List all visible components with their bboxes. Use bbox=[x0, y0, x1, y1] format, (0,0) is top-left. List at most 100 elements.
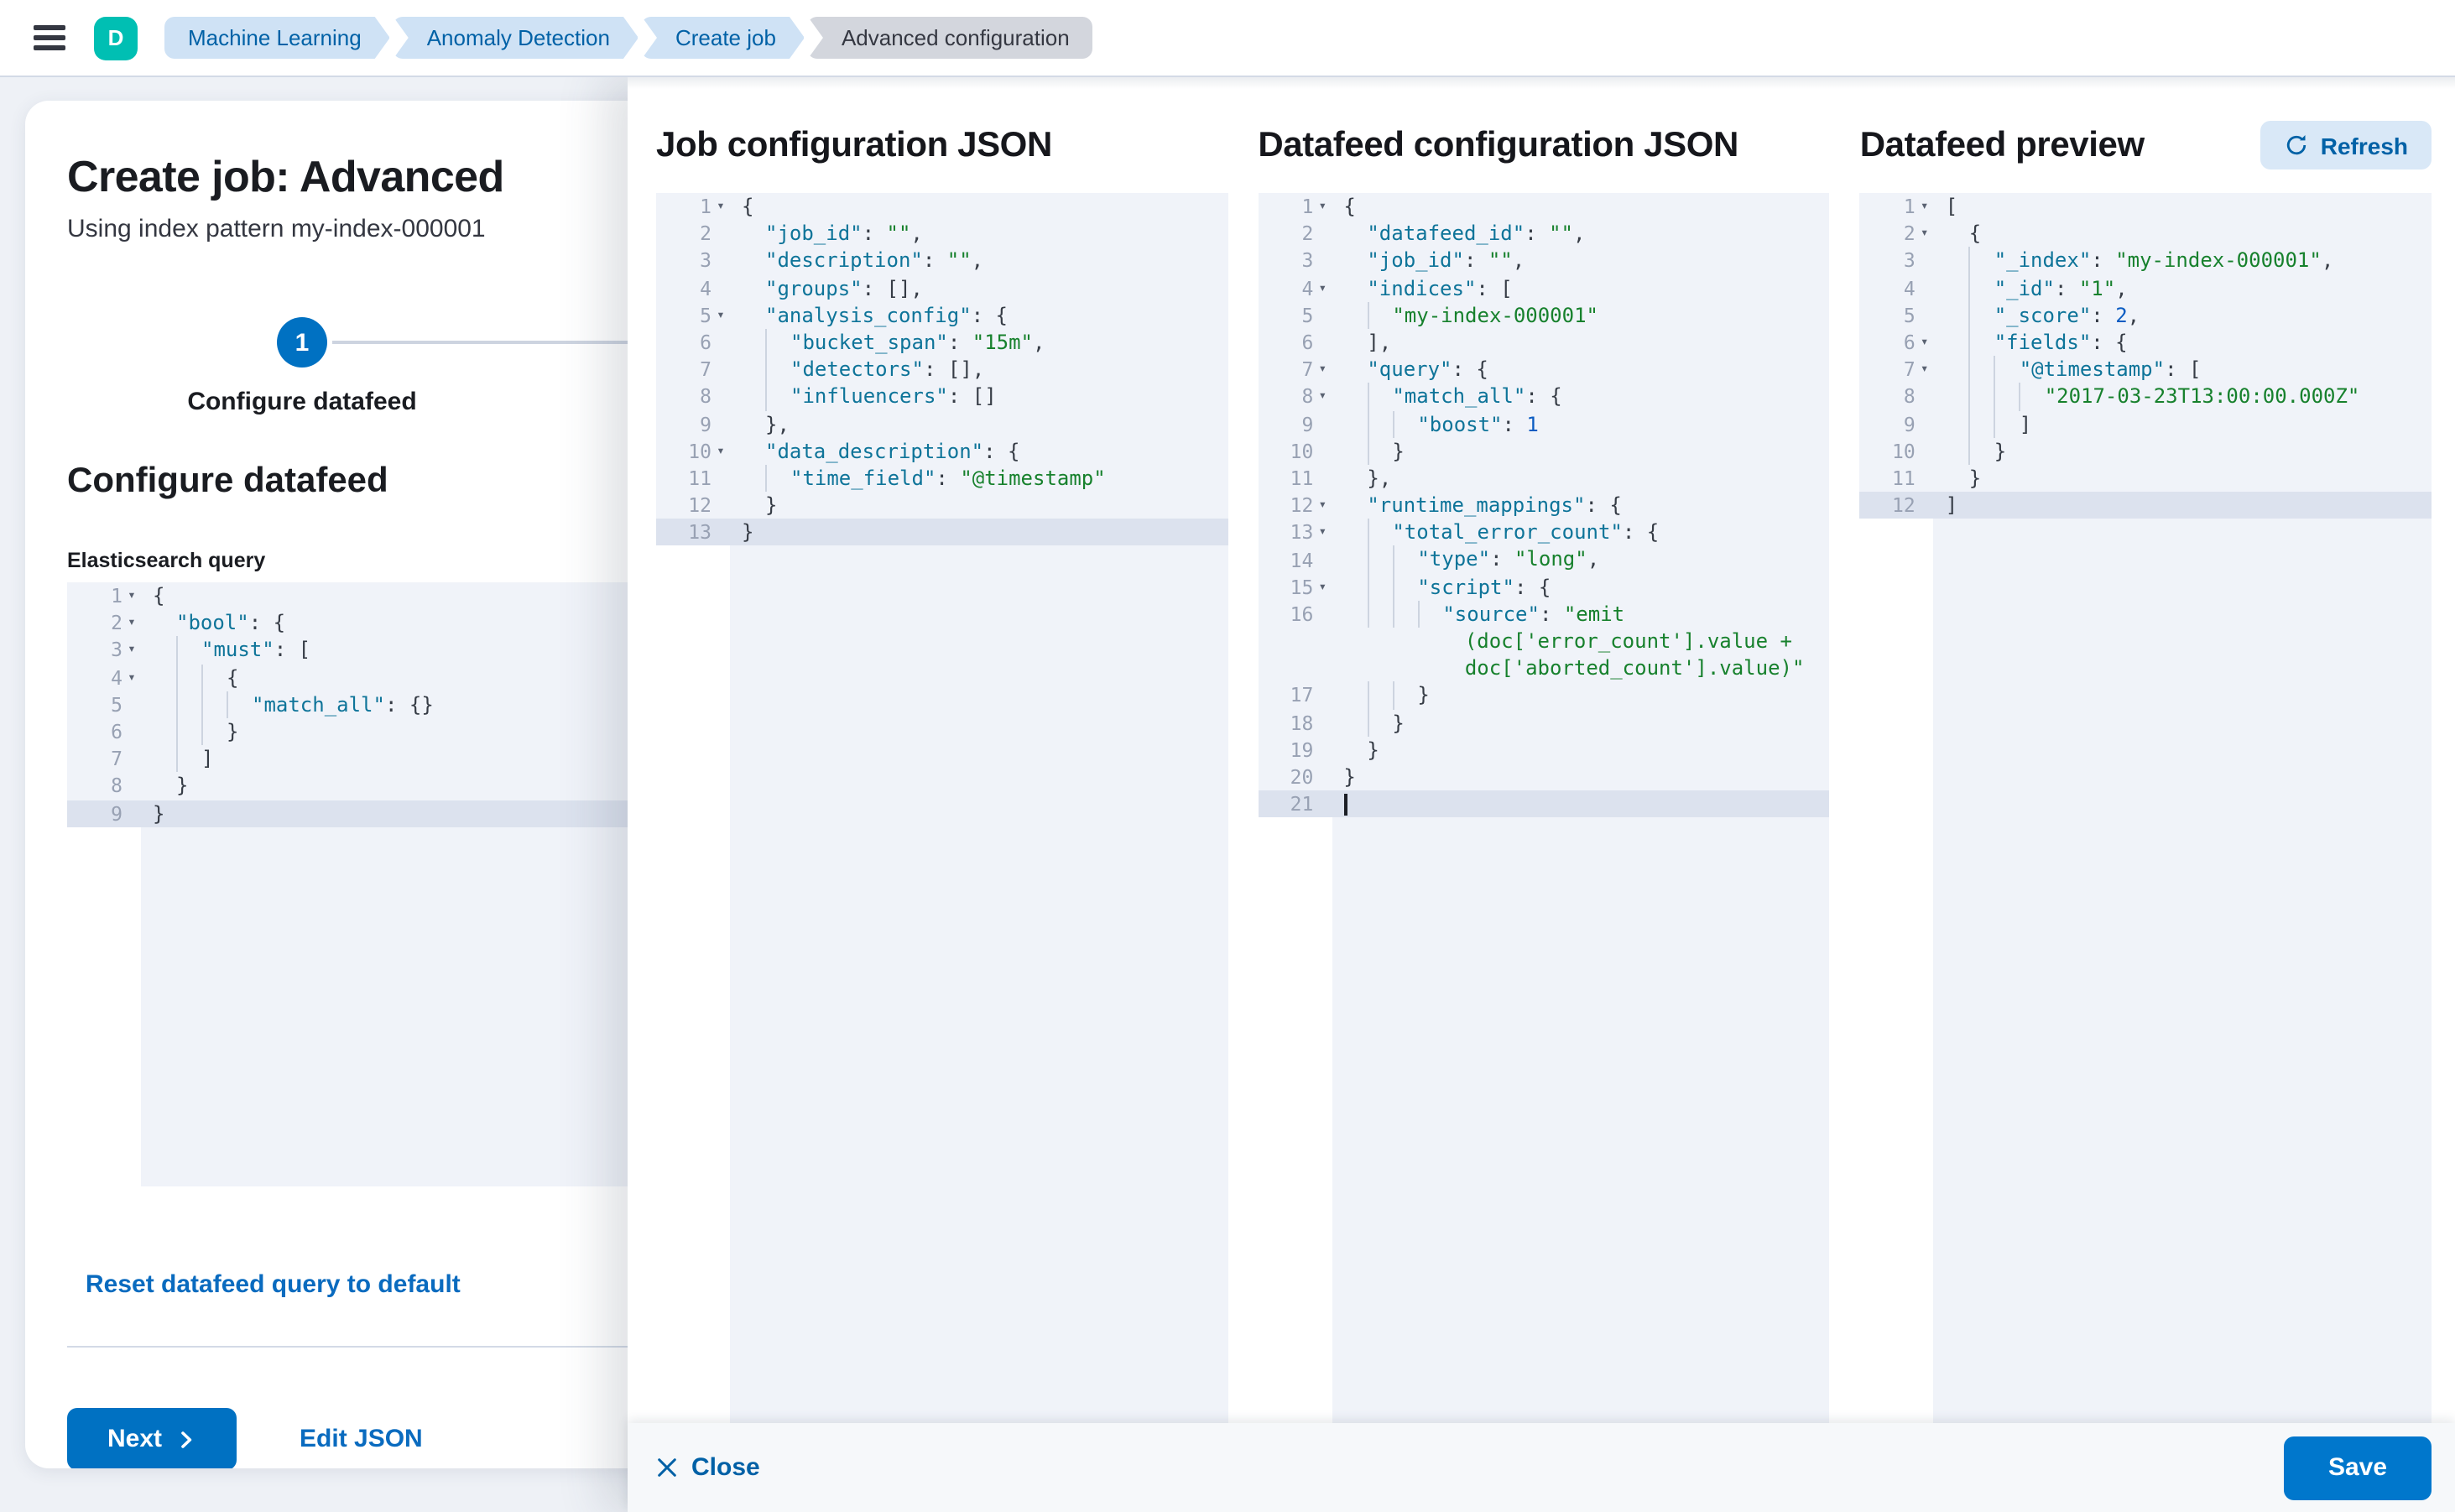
menu-icon[interactable] bbox=[34, 20, 65, 56]
code-line[interactable]: 1▾[ bbox=[1859, 193, 2432, 221]
next-button[interactable]: Next bbox=[67, 1408, 237, 1468]
code-line[interactable]: 6], bbox=[1258, 328, 1830, 357]
fold-arrow-icon[interactable]: ▾ bbox=[1318, 198, 1327, 213]
code-line[interactable]: 6} bbox=[67, 717, 628, 746]
code-line[interactable]: 6▾"fields": { bbox=[1859, 328, 2432, 357]
code-line[interactable]: 5"my-index-000001" bbox=[1258, 301, 1830, 329]
code-line[interactable]: (doc['error_count'].value + bbox=[1258, 628, 1830, 655]
code-line[interactable]: 7▾"query": { bbox=[1258, 356, 1830, 383]
code-line[interactable]: 1▾{ bbox=[656, 193, 1228, 221]
code-line[interactable]: 10▾"data_description": { bbox=[656, 437, 1228, 465]
code-line[interactable]: 16"source": "emit bbox=[1258, 600, 1830, 628]
editor-empty-area[interactable] bbox=[1258, 817, 1830, 1423]
code-line[interactable]: 9} bbox=[67, 800, 628, 827]
code-line[interactable]: 12▾"runtime_mappings": { bbox=[1258, 492, 1830, 519]
fold-arrow-icon[interactable]: ▾ bbox=[1920, 198, 1929, 213]
code-line[interactable]: 12] bbox=[1859, 492, 2432, 519]
code-line[interactable]: 2▾"bool": { bbox=[67, 609, 628, 637]
fold-arrow-icon[interactable]: ▾ bbox=[1318, 524, 1327, 540]
code-line[interactable]: 17} bbox=[1258, 681, 1830, 710]
code-line[interactable]: 10} bbox=[1859, 437, 2432, 465]
avatar[interactable]: D bbox=[94, 16, 138, 60]
fold-arrow-icon[interactable]: ▾ bbox=[1920, 333, 1929, 349]
code-line[interactable]: 3"description": "", bbox=[656, 247, 1228, 275]
code-line[interactable]: 4"groups": [], bbox=[656, 274, 1228, 302]
code-text: } bbox=[141, 772, 628, 800]
code-line[interactable]: 19} bbox=[1258, 736, 1830, 764]
code-line[interactable]: 2"datafeed_id": "", bbox=[1258, 220, 1830, 248]
fold-arrow-icon[interactable]: ▾ bbox=[1318, 279, 1327, 295]
code-line[interactable]: 13} bbox=[656, 519, 1228, 546]
code-line[interactable]: 9] bbox=[1859, 410, 2432, 438]
code-line[interactable]: 7▾"@timestamp": [ bbox=[1859, 356, 2432, 383]
code-line[interactable]: 8"influencers": [] bbox=[656, 383, 1228, 410]
datafeed-preview-editor[interactable]: 1▾[2▾{3"_index": "my-index-000001",4"_id… bbox=[1859, 193, 2432, 1423]
save-button[interactable]: Save bbox=[2284, 1436, 2432, 1499]
editor-empty-area[interactable] bbox=[656, 545, 1228, 1423]
code-line[interactable]: 10} bbox=[1258, 437, 1830, 465]
code-line[interactable]: 7"detectors": [], bbox=[656, 356, 1228, 383]
fold-arrow-icon[interactable]: ▾ bbox=[128, 641, 136, 657]
code-line[interactable]: 8▾"match_all": { bbox=[1258, 383, 1830, 410]
code-line[interactable]: 18} bbox=[1258, 709, 1830, 737]
code-line[interactable]: 11}, bbox=[1258, 464, 1830, 493]
fold-arrow-icon[interactable]: ▾ bbox=[1318, 578, 1327, 594]
code-line[interactable]: 12} bbox=[656, 492, 1228, 519]
fold-arrow-icon[interactable]: ▾ bbox=[1318, 388, 1327, 404]
edit-json-link[interactable]: Edit JSON bbox=[300, 1425, 423, 1453]
code-line[interactable]: 3"_index": "my-index-000001", bbox=[1859, 247, 2432, 275]
es-query-editor[interactable]: 1▾{2▾"bool": {3▾"must": [4▾{5"match_all"… bbox=[67, 582, 628, 1186]
refresh-button[interactable]: Refresh bbox=[2260, 121, 2432, 169]
code-line[interactable]: 5▾"analysis_config": { bbox=[656, 301, 1228, 329]
fold-arrow-icon[interactable]: ▾ bbox=[717, 306, 725, 322]
code-line[interactable]: 2▾{ bbox=[1859, 220, 2432, 248]
code-line[interactable]: 5"_score": 2, bbox=[1859, 301, 2432, 329]
code-line[interactable]: 21 bbox=[1258, 790, 1830, 818]
code-line[interactable]: 15▾"script": { bbox=[1258, 573, 1830, 601]
code-line[interactable]: 8} bbox=[67, 772, 628, 800]
fold-arrow-icon[interactable]: ▾ bbox=[717, 442, 725, 458]
code-line[interactable]: 3"job_id": "", bbox=[1258, 247, 1830, 275]
code-line[interactable]: 14"type": "long", bbox=[1258, 545, 1830, 574]
job-config-editor[interactable]: 1▾{2"job_id": "",3"description": "",4"gr… bbox=[656, 193, 1228, 1423]
fold-arrow-icon[interactable]: ▾ bbox=[128, 669, 136, 685]
code-line[interactable]: 1▾{ bbox=[67, 582, 628, 610]
close-button[interactable]: Close bbox=[656, 1453, 760, 1482]
breadcrumb-item-anomaly-detection[interactable]: Anomaly Detection bbox=[394, 17, 639, 59]
fold-arrow-icon[interactable]: ▾ bbox=[128, 587, 136, 602]
fold-arrow-icon[interactable]: ▾ bbox=[1920, 361, 1929, 377]
code-line[interactable]: 6"bucket_span": "15m", bbox=[656, 328, 1228, 357]
breadcrumb-item-machine-learning[interactable]: Machine Learning bbox=[164, 17, 390, 59]
code-line[interactable]: 4▾{ bbox=[67, 664, 628, 691]
step-1-circle[interactable]: 1 bbox=[277, 317, 327, 368]
fold-arrow-icon[interactable]: ▾ bbox=[717, 198, 725, 213]
code-line[interactable]: 5"match_all": {} bbox=[67, 691, 628, 718]
code-line[interactable]: 2"job_id": "", bbox=[656, 220, 1228, 248]
fold-arrow-icon[interactable]: ▾ bbox=[1920, 225, 1929, 241]
code-line[interactable]: 7] bbox=[67, 745, 628, 773]
code-line[interactable]: 3▾"must": [ bbox=[67, 636, 628, 665]
code-line[interactable]: 11"time_field": "@timestamp" bbox=[656, 464, 1228, 493]
code-line[interactable]: 1▾{ bbox=[1258, 193, 1830, 221]
editor-empty-area[interactable] bbox=[1859, 519, 2432, 1423]
token: } bbox=[1392, 711, 1405, 735]
code-line[interactable]: doc['aborted_count'].value)" bbox=[1258, 654, 1830, 682]
code-line[interactable]: 13▾"total_error_count": { bbox=[1258, 519, 1830, 546]
code-line[interactable]: 4▾"indices": [ bbox=[1258, 274, 1830, 302]
code-empty bbox=[1332, 817, 1830, 1423]
reset-query-link[interactable]: Reset datafeed query to default bbox=[86, 1270, 461, 1299]
breadcrumb-item-create-job[interactable]: Create job bbox=[642, 17, 805, 59]
fold-arrow-icon[interactable]: ▾ bbox=[128, 614, 136, 630]
code-empty bbox=[1933, 519, 2432, 1423]
code-line[interactable]: 9"boost": 1 bbox=[1258, 410, 1830, 438]
fold-arrow-icon[interactable]: ▾ bbox=[1318, 361, 1327, 377]
code-line[interactable]: 8"2017-03-23T13:00:00.000Z" bbox=[1859, 383, 2432, 410]
fold-arrow-icon[interactable]: ▾ bbox=[1318, 497, 1327, 513]
code-line[interactable]: 20} bbox=[1258, 763, 1830, 791]
code-line[interactable]: 9}, bbox=[656, 410, 1228, 438]
datafeed-config-editor[interactable]: 1▾{2"datafeed_id": "",3"job_id": "",4▾"i… bbox=[1258, 193, 1830, 1423]
code-line[interactable]: 11} bbox=[1859, 464, 2432, 493]
editor-empty-area[interactable] bbox=[67, 826, 628, 1186]
code-line[interactable]: 4"_id": "1", bbox=[1859, 274, 2432, 302]
editor-gutter: 3 bbox=[656, 247, 730, 275]
